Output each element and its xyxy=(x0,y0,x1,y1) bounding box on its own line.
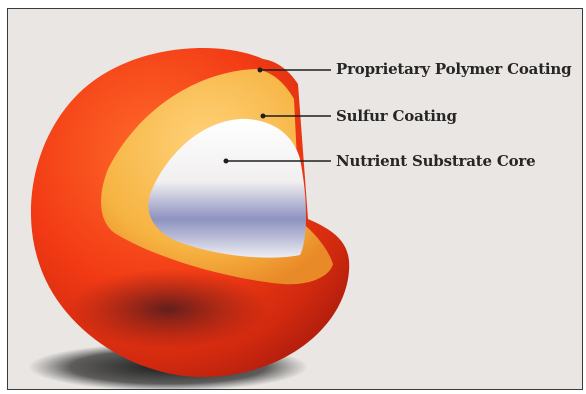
label-nutrient-core: Nutrient Substrate Core xyxy=(336,152,535,170)
shell-shade xyxy=(68,269,268,349)
label-polymer-coating: Proprietary Polymer Coating xyxy=(336,60,571,78)
label-sulfur-coating: Sulfur Coating xyxy=(336,107,457,125)
diagram-frame: Proprietary Polymer Coating Sulfur Coati… xyxy=(7,8,583,390)
